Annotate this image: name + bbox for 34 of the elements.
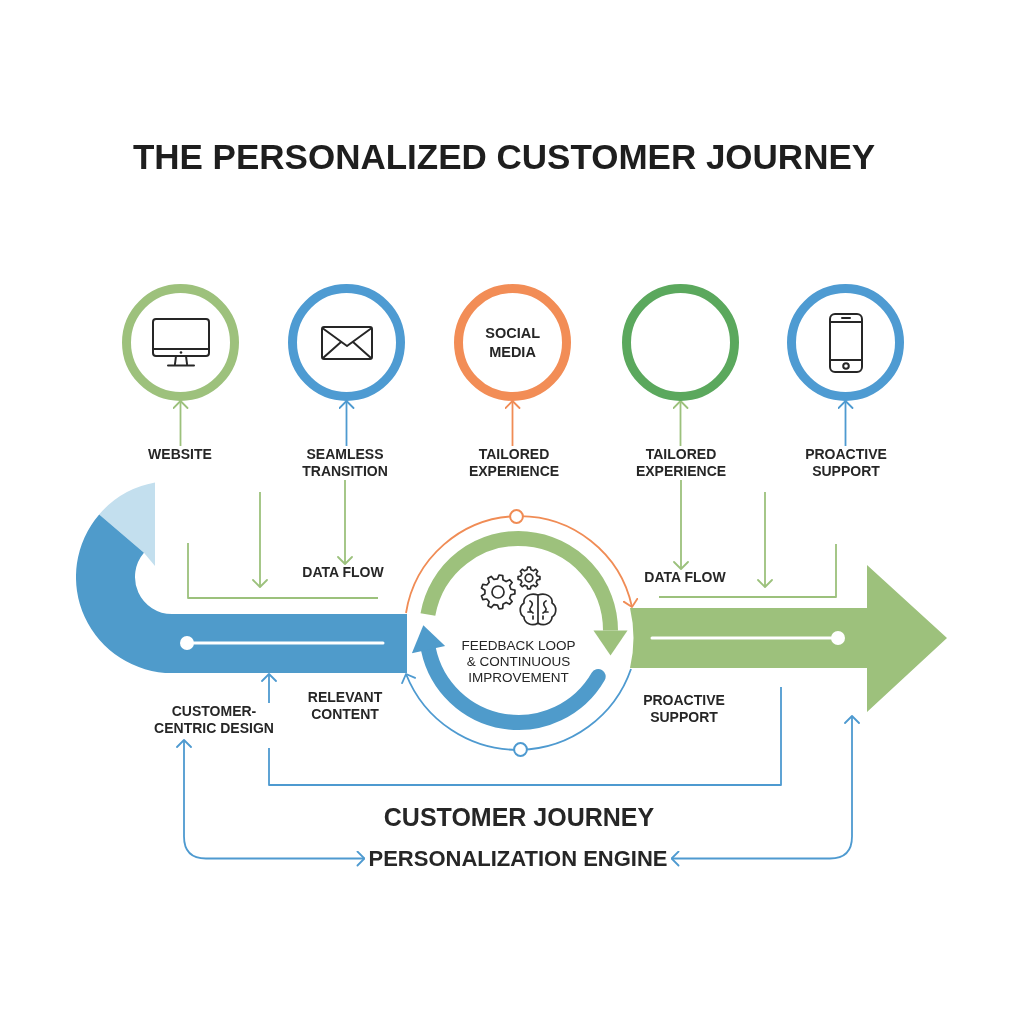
double-arrow	[670, 715, 860, 867]
step-label: WEBSITE	[148, 446, 212, 463]
arrow	[504, 400, 521, 447]
curved-band	[76, 482, 408, 674]
double-arrow	[176, 739, 366, 867]
engine-label: PERSONALIZATION ENGINE	[368, 846, 668, 871]
arrow	[837, 400, 854, 447]
channel-circle	[622, 284, 739, 401]
loop-label: FEEDBACK LOOP & CONTINUOUS IMPROVEMENT	[459, 638, 578, 686]
arc-arrow	[405, 515, 638, 614]
arc-arrow	[401, 668, 632, 751]
arrow	[337, 479, 353, 565]
node-text: SOCIAL MEDIA	[485, 323, 540, 362]
flow-label: DATA FLOW	[302, 564, 384, 581]
flow-label: DATA FLOW	[644, 569, 726, 586]
arrow	[172, 400, 189, 447]
channel-circle	[787, 284, 904, 401]
arrow	[673, 479, 689, 570]
step-label: SEAMLESS TRANSITION	[302, 446, 388, 480]
channel-circle	[454, 284, 571, 401]
step-label: PROACTIVE SUPPORT	[805, 446, 887, 480]
channel-circle	[122, 284, 239, 401]
arrow	[338, 400, 355, 447]
arrow	[672, 400, 689, 447]
step-label: CUSTOMER-CENTRIC DESIGN	[148, 703, 280, 737]
large-arrow	[630, 564, 948, 714]
text-label: RELEVANT CONTENT	[307, 689, 383, 723]
step-label: TAILORED EXPERIENCE	[635, 446, 727, 480]
channel-circle	[288, 284, 405, 401]
title: THE PERSONALIZED CUSTOMER JOURNEY	[132, 137, 876, 177]
step-label: TAILORED EXPERIENCE	[468, 446, 560, 480]
arrow	[261, 673, 277, 704]
text-label: PROACTIVE SUPPORT	[643, 692, 725, 726]
section-label: CUSTOMER JOURNEY	[383, 803, 655, 832]
